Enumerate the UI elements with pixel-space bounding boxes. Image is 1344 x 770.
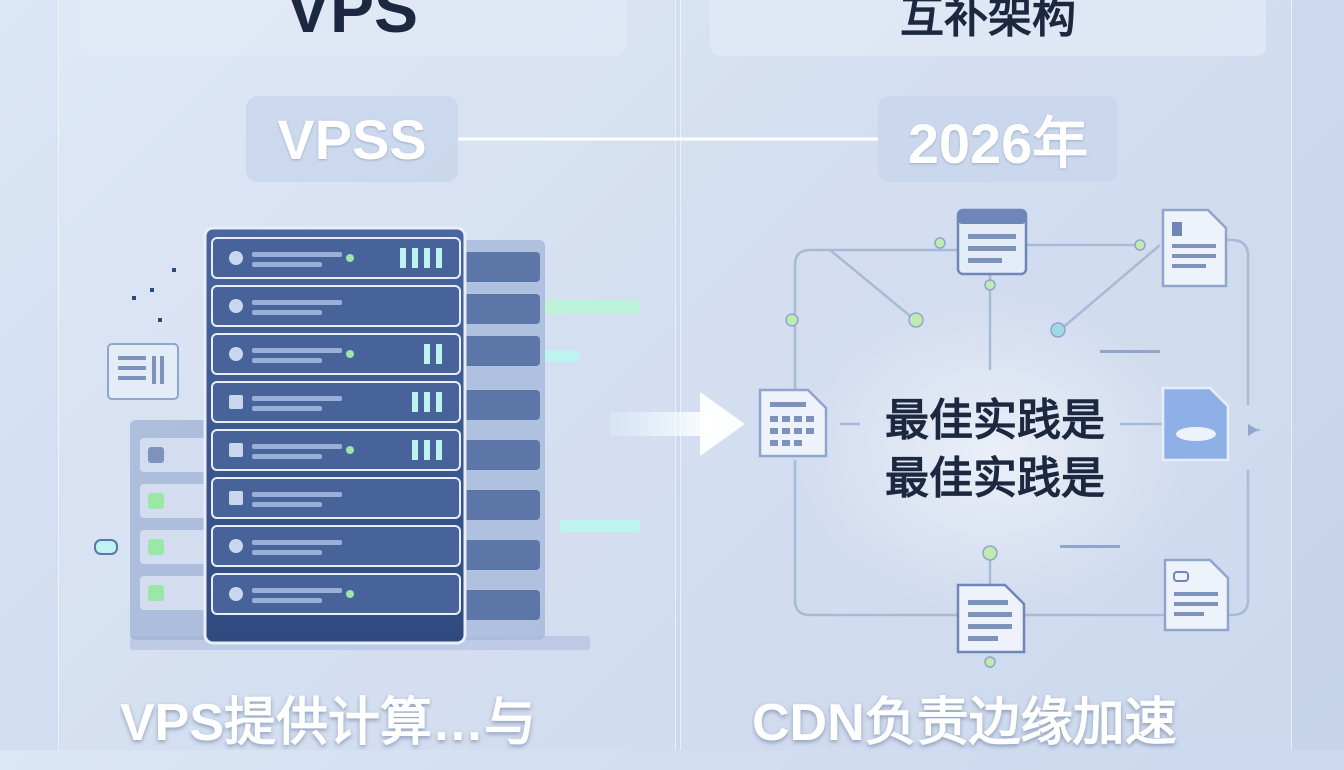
right-caption: CDN负责边缘加速: [752, 694, 1177, 752]
left-caption: VPS提供计算…与: [120, 694, 537, 752]
right-tag: 2026年: [878, 96, 1118, 182]
server-rack-icon: [203, 226, 467, 645]
browser-window-icon: [956, 208, 1028, 276]
document-icon: [758, 388, 828, 458]
network-links: [793, 238, 1260, 617]
document-icon: [1163, 558, 1230, 632]
left-tag: VPSS: [246, 96, 458, 182]
network-nodes: [785, 237, 1146, 668]
center-label-line2: 最佳实践是: [885, 454, 1105, 503]
document-icon: [1161, 208, 1228, 288]
server-rack-back-right: [455, 240, 640, 640]
architecture-illustration: [94, 208, 1260, 668]
center-label-line1: 最佳实践是: [885, 396, 1105, 445]
arrow-right-icon: [610, 392, 745, 456]
left-title: VPS: [78, 0, 626, 56]
document-icon: [1161, 386, 1230, 462]
document-icon: [107, 343, 179, 400]
right-title: 互补架构: [710, 0, 1266, 56]
document-icon: [956, 583, 1026, 654]
center-label: 最佳实践是 最佳实践是: [860, 392, 1130, 508]
